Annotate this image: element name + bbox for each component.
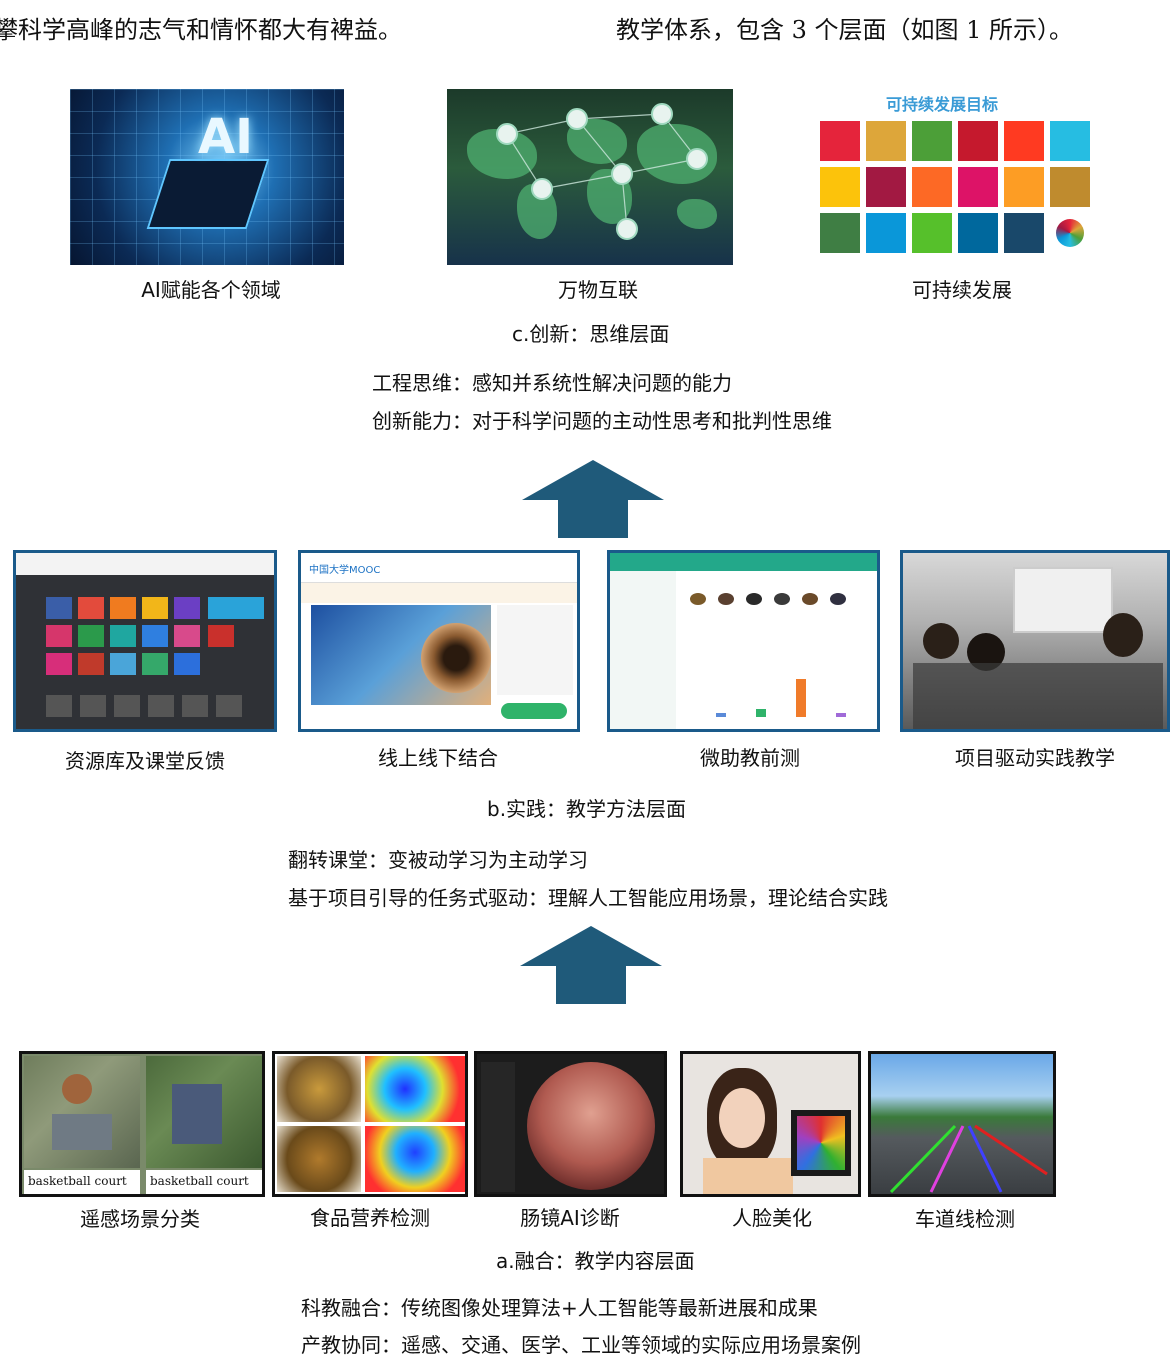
layer-c-title: c.创新：思维层面 (512, 322, 670, 346)
caption-food-nutrition: 食品营养检测 (310, 1206, 430, 1230)
layer-b-title: b.实践：教学方法层面 (487, 797, 687, 821)
microassistant-pretest-screenshot (607, 550, 880, 732)
sdg-goal-tile (820, 167, 860, 207)
caption-remote-sensing: 遥感场景分类 (80, 1207, 200, 1231)
remote-sensing-image: basketball court basketball court (19, 1051, 265, 1197)
caption-online-offline: 线上线下结合 (378, 746, 498, 770)
caption-lane-detection: 车道线检测 (915, 1207, 1015, 1231)
header-left-text: 攀科学高峰的志气和情怀都大有裨益。 (0, 16, 402, 44)
layer-b-line-2: 基于项目引导的任务式驱动：理解人工智能应用场景，理论结合实践 (288, 886, 888, 910)
sdg-goal-tile (1050, 167, 1090, 207)
lane-detection-image (868, 1051, 1056, 1197)
header-right-text: 教学体系，包含 3 个层面（如图 1 所示）。 (616, 16, 1074, 44)
colonoscopy-image (474, 1051, 667, 1197)
caption-project-practice: 项目驱动实践教学 (955, 746, 1115, 770)
caption-resource-library: 资源库及课堂反馈 (65, 749, 225, 773)
sdg-goal-tile (1056, 219, 1084, 247)
sdg-goal-tile (820, 213, 860, 253)
sdg-goal-tile (1004, 213, 1044, 253)
layer-c-line-1: 工程思维：感知并系统性解决问题的能力 (372, 371, 732, 395)
sdg-goal-tile (1004, 167, 1044, 207)
caption-iot: 万物互联 (558, 278, 638, 302)
sdg-goals-image: 可持续发展目标 (818, 89, 1096, 259)
sdg-goal-tile (1050, 121, 1090, 161)
sdg-goal-tile (866, 121, 906, 161)
sdg-goal-tile (958, 213, 998, 253)
layer-a-title: a.融合：教学内容层面 (496, 1249, 695, 1273)
sdg-goal-tile (866, 213, 906, 253)
caption-ai-empowerment: AI赋能各个领域 (141, 278, 281, 302)
sdg-goal-tile (912, 167, 952, 207)
resource-library-screenshot (13, 550, 277, 732)
mooc-screenshot: 中国大学MOOC (298, 550, 580, 732)
caption-sustainability: 可持续发展 (912, 278, 1012, 302)
caption-microassistant: 微助教前测 (700, 746, 800, 770)
layer-a-line-1: 科教融合：传统图像处理算法+人工智能等最新进展和成果 (301, 1296, 818, 1320)
sdg-goal-tile (958, 121, 998, 161)
iot-world-map-image (447, 89, 733, 265)
ai-empowerment-image: AI (70, 89, 344, 265)
project-practice-photo (900, 550, 1170, 732)
sdg-goal-tile (958, 167, 998, 207)
layer-c-line-2: 创新能力：对于科学问题的主动性思考和批判性思维 (372, 409, 832, 433)
sdg-goal-tile (912, 213, 952, 253)
sdg-goal-tile (820, 121, 860, 161)
food-nutrition-image (272, 1051, 468, 1197)
layer-a-line-2: 产教协同：遥感、交通、医学、工业等领域的实际应用场景案例 (301, 1333, 861, 1357)
layer-b-line-1: 翻转课堂：变被动学习为主动学习 (288, 848, 588, 872)
sdg-goal-tile (866, 167, 906, 207)
caption-face-beautification: 人脸美化 (732, 1206, 812, 1230)
sdg-goal-tile (1004, 121, 1044, 161)
up-arrow-lower (520, 926, 662, 1004)
sdg-goal-tile (912, 121, 952, 161)
sdg-title: 可持续发展目标 (886, 95, 999, 114)
up-arrow-upper (522, 460, 664, 538)
caption-colonoscopy: 肠镜AI诊断 (520, 1206, 620, 1230)
face-beautification-image (680, 1051, 861, 1197)
